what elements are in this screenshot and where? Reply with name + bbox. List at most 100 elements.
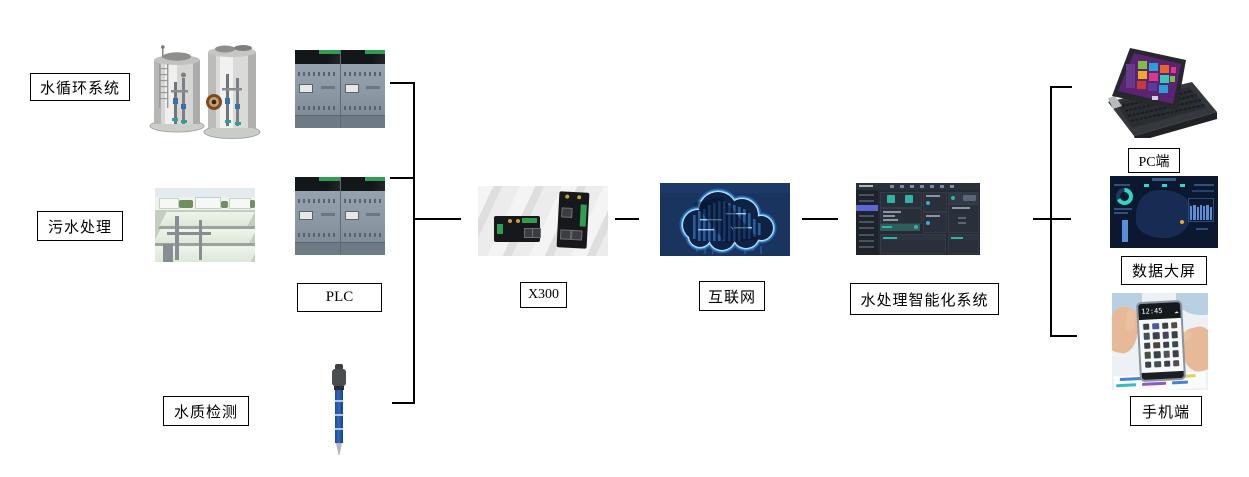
device-status-panel [880,192,922,208]
metric-line [926,195,940,197]
phone-image: 12:45☁ [1112,293,1208,390]
plc-module [340,177,385,255]
search-text [882,226,892,228]
action-button [963,195,976,201]
sewage-plant-image [155,188,255,262]
sewage-sky [155,188,255,197]
dashboard-stat [1180,184,1185,187]
toolbar-icon [900,185,904,188]
detail-title [952,207,970,209]
toolbar-icon [930,185,934,188]
vertical-bar [1122,220,1128,242]
plc-terminals [343,233,382,237]
app-icon [1161,322,1169,330]
label-water-circulation-text: 水循环系统 [39,80,120,97]
bar [1190,206,1193,220]
shirt [1176,293,1208,315]
panel-caption [1196,228,1208,230]
app-icon [1171,331,1178,339]
plc-label-text [366,86,380,89]
terminal-block [522,218,537,223]
plc-terminals [298,233,337,237]
app-icon [1170,322,1178,329]
transparent-phone: 12:45☁ [1135,299,1187,383]
probe-connector [335,364,343,370]
x300-device-vertical [556,191,590,249]
info-line [883,215,895,217]
data-screen-image [1110,176,1218,248]
label-data-screen: 数据大屏 [1121,256,1207,285]
plc-bottom [295,115,340,128]
probe-cap [332,369,346,386]
info-line [883,211,901,213]
label-system-text: 水处理智能化系统 [860,292,989,309]
connector-mobile-stub [1052,335,1077,337]
plc-terminals [343,106,382,110]
bar [1209,207,1212,220]
label-internet-text: 互联网 [707,289,756,306]
app-icon [1163,350,1170,358]
app-icon [1152,332,1160,340]
panel-caption [1194,184,1214,186]
app-icon [1162,331,1169,339]
probe-ring [334,386,344,390]
weather-cloud-icon: ☁ [1174,307,1179,316]
chart-panel-left [880,234,946,254]
info-line [883,219,898,221]
antenna-connector [508,219,512,223]
probe-stripe [335,400,343,402]
antenna-connector [565,194,570,199]
probe-stripe [335,428,343,430]
bar-chart [1188,198,1214,222]
app-icon [1145,361,1152,368]
walkway-structure [167,232,211,235]
metric-panel [923,212,947,233]
dashboard-stat [1162,184,1167,187]
plc-display [299,84,313,93]
plc-modules-image-bottom [295,177,385,255]
toolbar-icon [920,185,924,188]
detail-panel [948,204,979,233]
walkway-structure [163,244,173,262]
sidebar-entry [859,240,874,242]
plc-bottom [295,242,340,255]
label-pc-text: PC端 [1138,154,1170,170]
ethernet-port [532,228,541,238]
label-internet: 互联网 [699,281,765,311]
label-mobile-text: 手机端 [1141,404,1190,421]
ethernet-port [561,207,573,218]
plc-green-stripe [364,50,385,54]
software-topbar [856,183,980,190]
app-icon [1143,323,1150,331]
metric-dot [926,221,930,225]
label-sewage-treatment: 污水处理 [37,211,123,241]
metric-dot [926,201,930,205]
plc-modules-image-top [295,50,385,128]
paper-bar [1116,383,1137,388]
connector-pc-stub [1052,86,1072,88]
sidebar-entry [859,221,874,223]
label-pc: PC端 [1128,148,1180,173]
internet-cloud-image [660,183,790,256]
plc-label-text [320,213,335,216]
app-icon [1163,360,1171,367]
label-system: 水处理智能化系统 [850,283,999,315]
plc-green-stripe [364,177,385,181]
connector-plc1-stub [390,82,413,84]
panel-caption [1114,212,1128,214]
antenna-connector [577,195,582,200]
bar [1193,205,1196,220]
label-plc-text: PLC [325,289,354,305]
plc-terminals [343,199,382,203]
sewage-building [159,198,179,209]
app-icon [1144,342,1151,350]
water-quality-probe-image [328,364,350,457]
walkway-structure [199,220,202,260]
app-icon [1162,341,1170,349]
x300-device-horizontal [494,216,541,242]
connector-to-x300 [415,218,461,220]
plc-module [340,50,385,128]
toolbar-icon [940,185,944,188]
plc-green-stripe [319,50,340,54]
plc-terminals [298,106,337,110]
